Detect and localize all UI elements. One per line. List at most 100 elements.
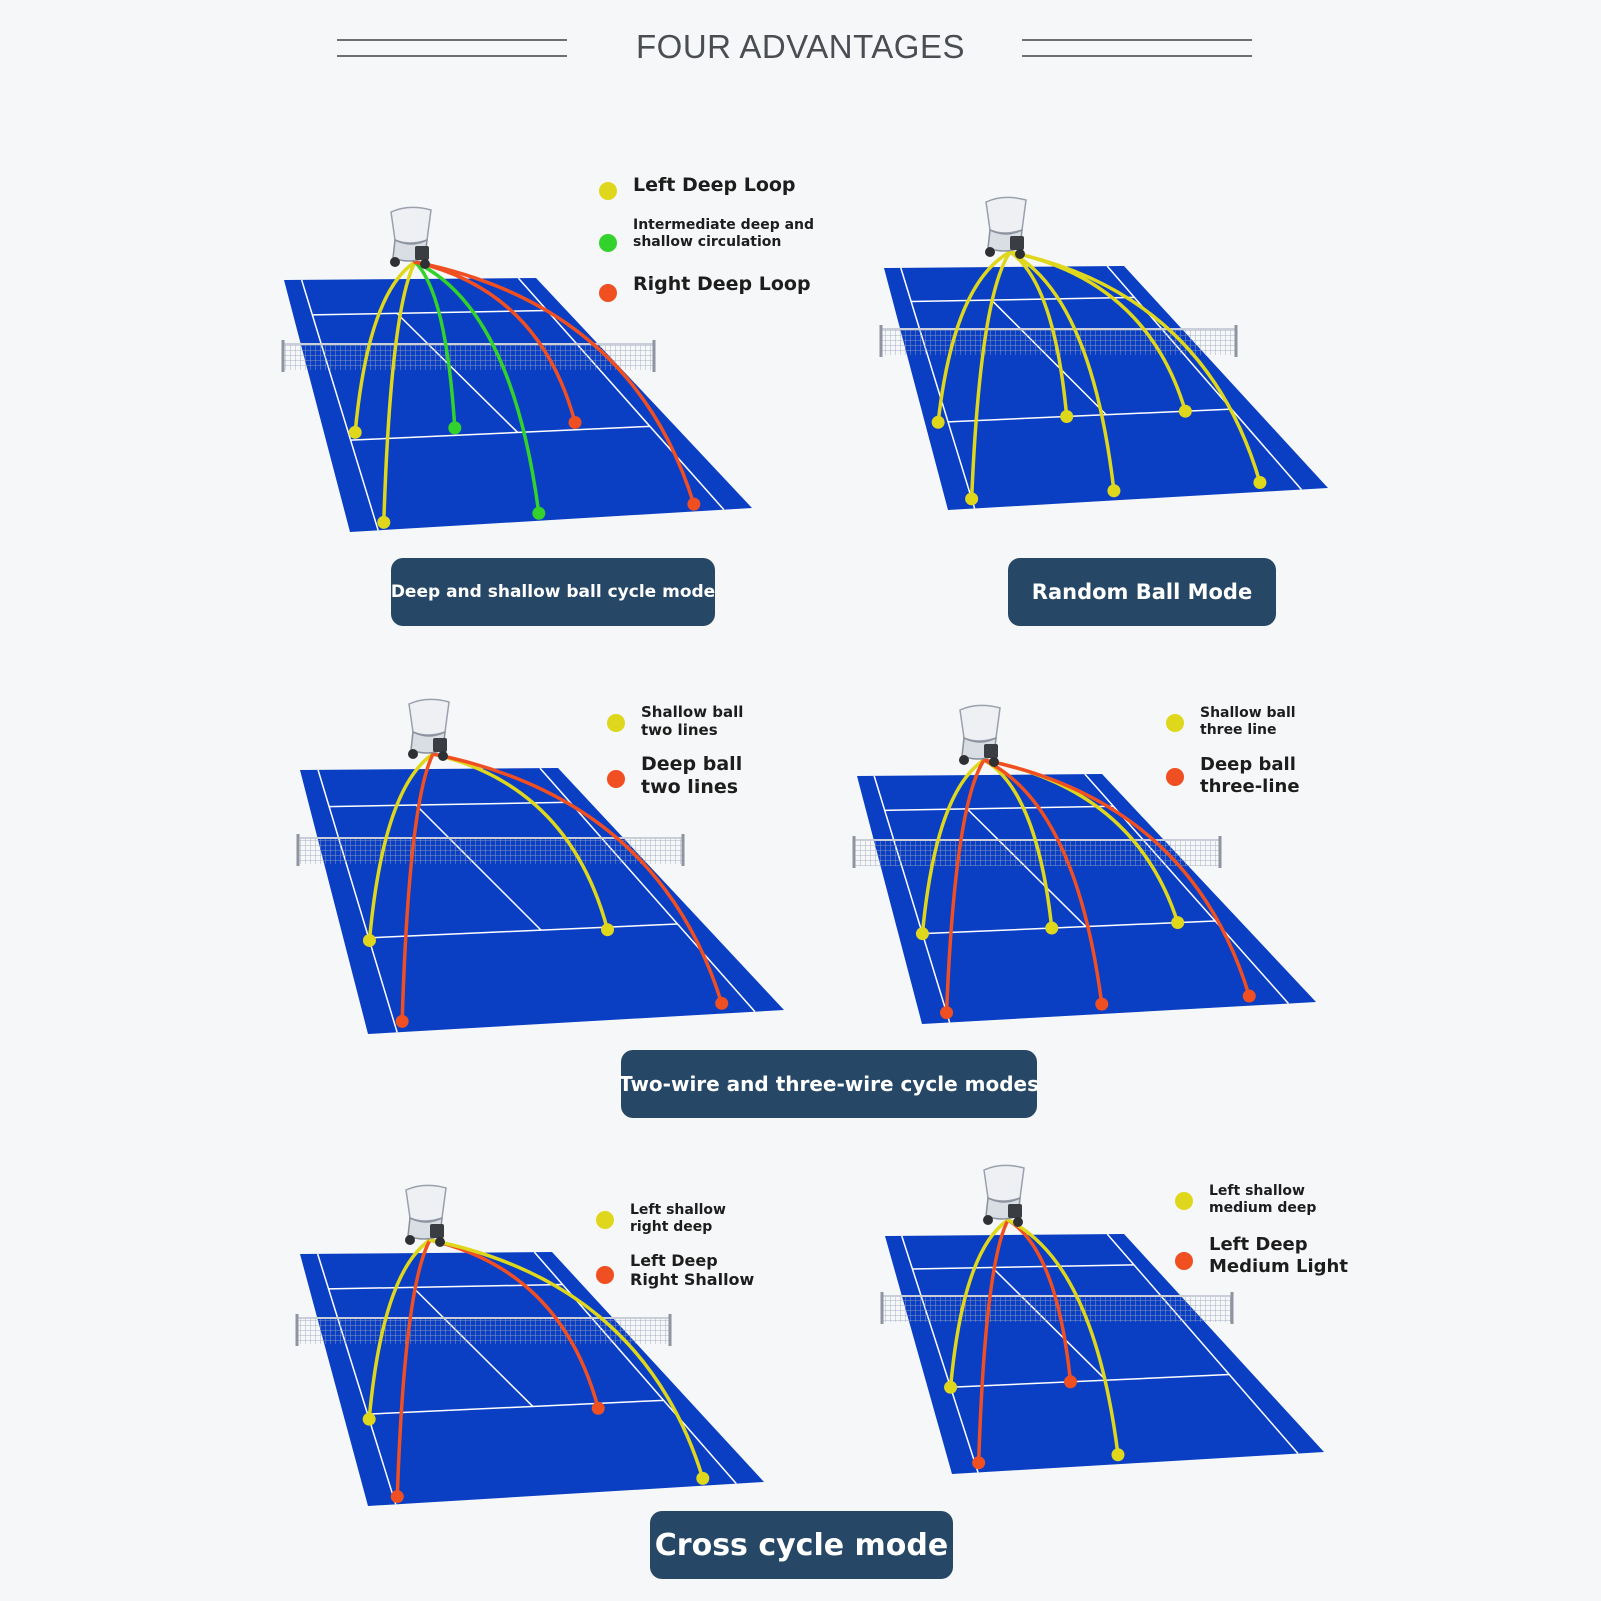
ball-trajectory — [1006, 1218, 1073, 1384]
court-line — [922, 920, 1216, 935]
page-title: FOUR ADVANTAGES — [636, 28, 965, 65]
ball-trajectory — [413, 260, 541, 515]
landing-point — [1178, 404, 1192, 418]
court-line — [991, 1266, 1107, 1381]
ball-trajectory — [367, 1238, 432, 1421]
landing-point — [1171, 916, 1185, 930]
ball-trajectory — [382, 260, 417, 525]
landing-point — [1045, 921, 1059, 935]
machine-wheel — [983, 1215, 993, 1225]
legend-label: Shallow ball two lines — [641, 703, 744, 739]
green-dot-icon — [599, 234, 617, 252]
machine-hopper — [985, 196, 1027, 234]
landing-point — [568, 415, 582, 429]
legend-label: Shallow ball three line — [1200, 705, 1296, 738]
ball-machine-icon — [390, 206, 432, 269]
legend-label: Deep ball three-line — [1200, 754, 1300, 797]
court-line — [884, 805, 1114, 812]
yellow-dot-icon — [599, 182, 617, 200]
machine-hopper — [983, 1164, 1025, 1202]
court-line — [368, 923, 678, 939]
ball-machine-icon — [405, 1184, 447, 1247]
court-surface — [885, 1234, 1324, 1474]
landing-point — [591, 1401, 605, 1415]
title-rule-right-bottom — [1022, 55, 1252, 57]
title-rule-left-top — [337, 39, 567, 41]
mode-badge-cross: Cross cycle mode — [650, 1511, 953, 1579]
orange-dot-icon — [1175, 1252, 1193, 1270]
court-line — [966, 808, 1087, 928]
court-line — [911, 296, 1135, 303]
court-panel — [295, 1184, 764, 1506]
yellow-dot-icon — [596, 1211, 614, 1229]
landing-point — [362, 1412, 376, 1426]
machine-hopper — [390, 206, 432, 244]
orange-dot-icon — [607, 770, 625, 788]
landing-point — [1111, 1448, 1125, 1462]
court-line — [1106, 1233, 1299, 1455]
court-line — [350, 425, 650, 441]
landing-point — [940, 1006, 954, 1020]
court-panel — [852, 704, 1316, 1024]
machine-wheel — [985, 247, 995, 257]
machine-wheel — [408, 749, 418, 759]
court-line — [533, 1251, 737, 1485]
landing-point — [715, 996, 729, 1010]
court-panel — [281, 206, 752, 532]
court-line — [873, 775, 951, 1023]
legend-label: Left shallow right deep — [630, 1202, 726, 1235]
ball-machine-icon — [983, 1164, 1025, 1227]
machine-wheel — [390, 257, 400, 267]
ball-trajectory — [431, 752, 724, 1006]
legend-label: Deep ball two lines — [641, 753, 743, 798]
legend-cross-left: Left shallow right deep Left Deep Right … — [596, 1202, 766, 1301]
court-line — [329, 801, 571, 808]
legend-label: Left Deep Medium Light — [1209, 1234, 1348, 1277]
court-line — [901, 1235, 979, 1473]
machine-wheel — [405, 1235, 415, 1245]
machine-nozzle — [415, 246, 429, 260]
ball-trajectory — [948, 1218, 1010, 1390]
yellow-dot-icon — [1175, 1192, 1193, 1210]
mode-badge-random: Random Ball Mode — [1008, 558, 1276, 626]
legend-label: Left Deep Loop — [633, 174, 796, 196]
ball-machine-icon — [408, 698, 450, 761]
court-surface — [857, 774, 1316, 1024]
landing-point — [1107, 484, 1121, 498]
landing-point — [915, 927, 929, 941]
ball-trajectory — [1008, 250, 1116, 493]
yellow-dot-icon — [1166, 714, 1184, 732]
court-surface — [300, 768, 784, 1034]
ball-trajectory — [982, 758, 1251, 998]
mode-badge-deep-shallow: Deep and shallow ball cycle mode — [391, 558, 715, 626]
ball-trajectory — [1006, 1218, 1120, 1457]
court-line — [317, 769, 398, 1033]
page-header: FOUR ADVANTAGES — [0, 24, 1601, 94]
machine-hopper — [408, 698, 450, 736]
ball-trajectory — [353, 260, 417, 435]
landing-point — [696, 1471, 710, 1485]
ball-trajectory — [920, 758, 986, 936]
machine-nozzle — [430, 1224, 444, 1238]
ball-trajectory — [428, 1238, 705, 1481]
landing-point — [972, 1456, 986, 1470]
machine-wheel — [959, 755, 969, 765]
machine-hopper — [959, 704, 1001, 742]
court-line — [396, 312, 519, 433]
legend-label: Intermediate deep and shallow circulatio… — [633, 217, 815, 250]
ball-trajectory — [395, 1238, 432, 1499]
court-line — [950, 1373, 1230, 1389]
orange-dot-icon — [1166, 768, 1184, 786]
machine-wheel — [1015, 249, 1025, 259]
court-line — [1106, 265, 1302, 491]
machine-nozzle — [1008, 1204, 1022, 1218]
orange-dot-icon — [596, 1266, 614, 1284]
landing-point — [532, 506, 546, 520]
ball-trajectory — [1008, 250, 1069, 419]
ball-trajectory — [936, 250, 1012, 425]
title-rule-right-top — [1022, 39, 1252, 41]
machine-wheel — [989, 757, 999, 767]
landing-point — [362, 933, 376, 947]
landing-point — [944, 1380, 958, 1394]
court-panel — [296, 698, 784, 1034]
